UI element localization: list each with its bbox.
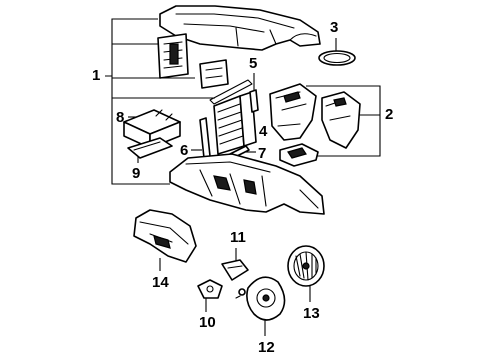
damper-door-part bbox=[199, 59, 229, 89]
callout-8: 8 bbox=[116, 109, 124, 126]
callout-4: 4 bbox=[259, 123, 268, 140]
seal-ring-part bbox=[318, 50, 356, 66]
filter-door-part bbox=[157, 33, 189, 79]
callout-7: 7 bbox=[258, 145, 266, 162]
callout-14: 14 bbox=[152, 274, 169, 291]
callout-2: 2 bbox=[385, 106, 393, 123]
callout-12: 12 bbox=[258, 339, 275, 356]
outlet-duct-part bbox=[279, 143, 319, 167]
callout-3: 3 bbox=[330, 19, 338, 36]
callout-5: 5 bbox=[249, 55, 257, 72]
blower-case-part bbox=[269, 83, 317, 141]
blower-wheel-part bbox=[287, 245, 325, 287]
blower-resistor-part bbox=[221, 259, 249, 281]
upper-case-part bbox=[159, 5, 321, 51]
duct-adapter-part bbox=[133, 209, 197, 263]
leader-1 bbox=[105, 18, 215, 185]
motor-bracket-part bbox=[197, 279, 223, 299]
seal-strip-6-part bbox=[199, 117, 211, 159]
gasket-strip-part bbox=[209, 79, 253, 105]
blower-motor-part bbox=[235, 276, 286, 321]
callout-10: 10 bbox=[199, 314, 216, 331]
lower-case-part bbox=[169, 153, 325, 215]
blower-cover-part bbox=[321, 91, 361, 149]
sensor-tube-part bbox=[249, 89, 259, 113]
heater-cover-part bbox=[127, 137, 173, 159]
callout-1: 1 bbox=[92, 67, 100, 84]
callout-13: 13 bbox=[303, 305, 320, 322]
callout-11: 11 bbox=[230, 229, 246, 246]
callout-6: 6 bbox=[180, 142, 188, 159]
callout-9: 9 bbox=[132, 165, 140, 182]
